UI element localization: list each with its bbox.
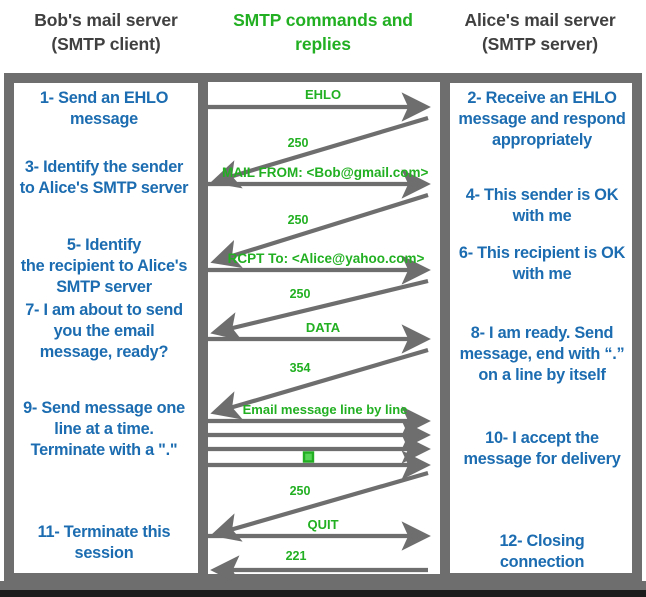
header-client-line1: Bob's mail server <box>34 10 178 30</box>
server-step-6: 6- This recipient is OK with me <box>446 243 638 285</box>
arrow-reply-250-d <box>210 470 429 542</box>
server-step-6-line2: with me <box>512 265 572 284</box>
client-step-7-line3: message, ready? <box>39 343 169 362</box>
server-step-4-line2: with me <box>512 207 572 226</box>
page-bottom-bar <box>0 590 646 597</box>
server-step-8-line1: 8- I am ready. Send <box>470 324 614 342</box>
header-server: Alice's mail server (SMTP server) <box>440 9 640 56</box>
client-step-3-line1: 3- Identify the sender <box>24 158 184 176</box>
client-step-7: 7- I am about to send you the email mess… <box>8 300 200 364</box>
label-reply-250-a: 250 <box>287 136 309 150</box>
client-step-5-line1: 5- Identify <box>66 236 142 254</box>
server-step-2: 2- Receive an EHLO message and respond a… <box>450 88 634 152</box>
header-server-line2: (SMTP server) <box>481 33 599 54</box>
label-rcpt-to: RCPT To: <Alice@yahoo.com> <box>227 251 425 266</box>
arrow-reply-354 <box>210 347 429 420</box>
client-step-7-line2: you the email <box>53 322 155 341</box>
server-step-2-line1: 2- Receive an EHLO <box>467 89 617 107</box>
header-middle-line2: replies <box>295 33 351 54</box>
dot-terminator-marker <box>302 451 315 463</box>
server-box <box>440 73 642 583</box>
server-step-2-line2: message and respond <box>458 110 626 129</box>
label-mail-from: MAIL FROM: <Bob@gmail.com> <box>222 165 429 180</box>
server-step-10-line2: message for delivery <box>463 450 621 469</box>
header-middle: SMTP commands and replies <box>214 9 432 56</box>
label-ehlo: EHLO <box>304 87 342 102</box>
server-step-8-line3: on a line by itself <box>478 366 606 385</box>
server-step-12-line2: connection <box>499 553 585 572</box>
arrow-reply-250-c <box>210 278 429 341</box>
label-reply-250-d: 250 <box>289 484 311 498</box>
label-reply-354: 354 <box>289 361 311 375</box>
server-step-2-line3: appropriately <box>492 131 592 150</box>
client-step-3: 3- Identify the sender to Alice's SMTP s… <box>6 157 202 199</box>
header-server-line1: Alice's mail server <box>464 10 616 30</box>
arrow-reply-250-b <box>210 192 429 269</box>
arrow-reply-250-a <box>210 115 429 189</box>
server-step-8: 8- I am ready. Send message, end with “.… <box>448 323 636 387</box>
server-step-10: 10- I accept the message for delivery <box>450 428 634 470</box>
client-step-3-line2: to Alice's SMTP server <box>19 179 189 198</box>
client-step-11-line2: session <box>74 544 134 563</box>
client-step-7-line1: 7- I am about to send <box>25 301 183 319</box>
client-step-9-line1: 9- Send message one <box>23 399 185 417</box>
client-step-11-line1: 11- Terminate this <box>37 523 171 541</box>
header-client: Bob's mail server (SMTP client) <box>6 9 206 56</box>
client-step-9: 9- Send message one line at a time. Term… <box>6 398 202 462</box>
server-step-10-line1: 10- I accept the <box>485 429 599 447</box>
header-client-line2: (SMTP client) <box>51 33 161 54</box>
client-step-1-line1: 1- Send an EHLO <box>39 89 169 107</box>
server-step-12-line1: 12- Closing <box>499 532 585 550</box>
server-step-12: 12- Closing connection <box>450 531 634 573</box>
server-step-8-line2: message, end with “.” <box>459 345 625 364</box>
label-reply-250-b: 250 <box>287 213 309 227</box>
client-step-11: 11- Terminate this session <box>10 522 198 564</box>
client-step-5-line2: the recipient to Alice's <box>20 257 188 276</box>
client-step-5: 5- Identify the recipient to Alice's SMT… <box>6 235 202 299</box>
client-step-9-line2: line at a time. <box>54 420 154 439</box>
client-box <box>4 73 208 583</box>
server-step-6-line1: 6- This recipient is OK <box>458 244 626 262</box>
header-middle-line1: SMTP commands and <box>233 10 413 30</box>
label-quit: QUIT <box>307 517 339 532</box>
label-email-line: Email message line by line <box>242 402 408 417</box>
label-reply-250-c: 250 <box>289 287 311 301</box>
frame-bottom-bar <box>0 581 646 590</box>
label-reply-221: 221 <box>285 549 307 563</box>
client-step-1: 1- Send an EHLO message <box>10 88 198 130</box>
client-step-5-line3: SMTP server <box>56 278 152 297</box>
server-step-4: 4- This sender is OK with me <box>450 185 634 227</box>
message-lane: EHLO 250 MAIL FROM: <Bob@gmail.com> 250 … <box>208 73 633 583</box>
client-step-9-line3: Terminate with a "." <box>30 441 178 460</box>
client-step-1-line2: message <box>70 110 138 129</box>
arrow-layer <box>208 92 431 583</box>
server-step-4-line1: 4- This sender is OK <box>465 186 619 204</box>
label-data: DATA <box>305 320 341 335</box>
